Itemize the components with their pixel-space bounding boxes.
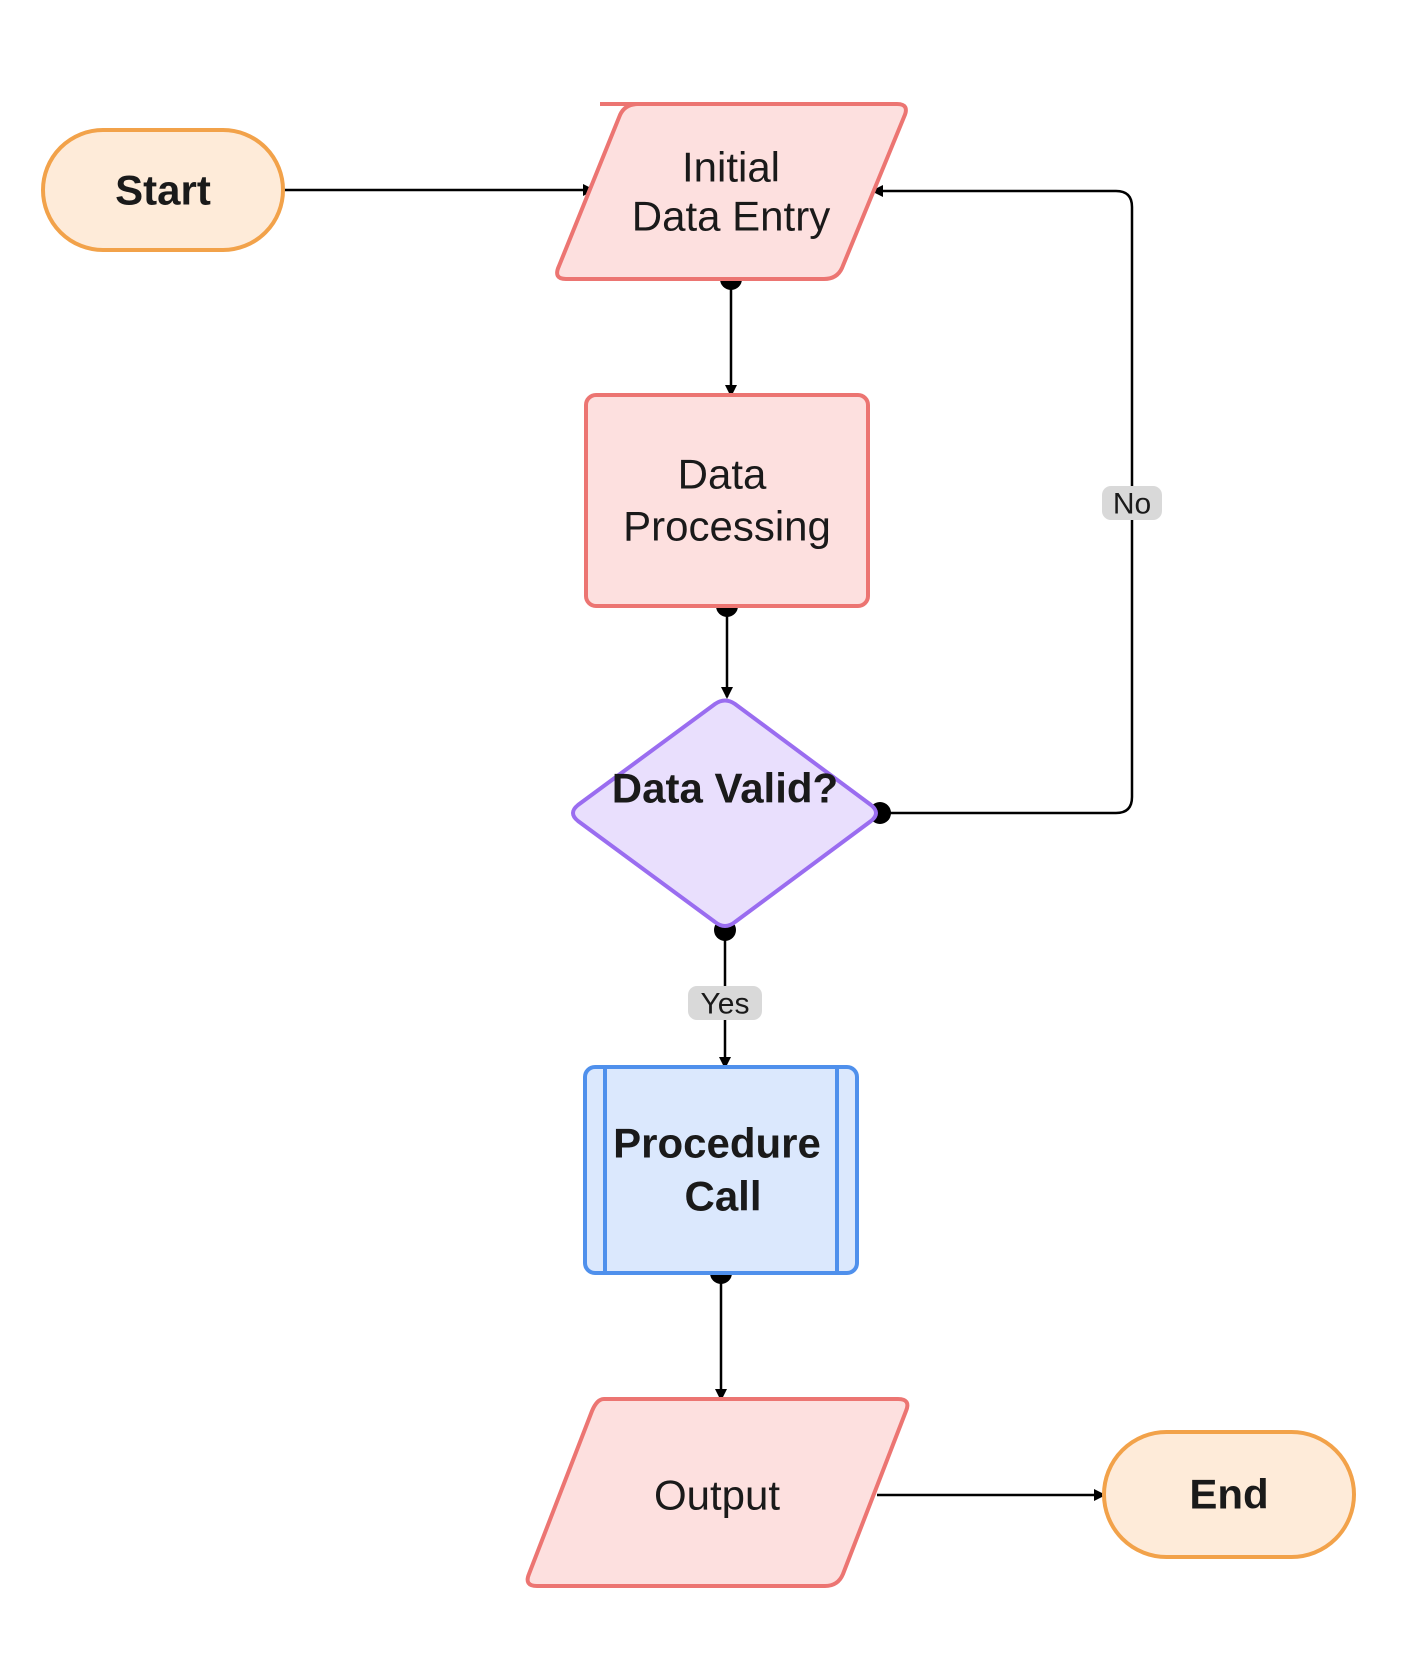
- node-data-valid-decision[interactable]: Data Valid?: [571, 698, 878, 928]
- node-end-label: End: [1189, 1471, 1268, 1518]
- node-data-processing-line2: Processing: [623, 503, 831, 550]
- node-data-processing[interactable]: Data Processing: [584, 393, 870, 608]
- node-initial-data-entry-line1: Initial: [682, 144, 780, 191]
- edge-label-no-text: No: [1113, 488, 1151, 521]
- node-procedure-call-line1: Procedure: [613, 1120, 821, 1167]
- node-output[interactable]: Output: [525, 1397, 910, 1588]
- node-data-processing-line1: Data: [678, 451, 767, 498]
- node-end[interactable]: End: [1102, 1430, 1356, 1559]
- node-procedure-call[interactable]: Procedure Call: [583, 1065, 859, 1275]
- node-start[interactable]: Start: [41, 128, 285, 252]
- node-output-label: Output: [654, 1472, 780, 1519]
- edge-decision-to-entry-no: [871, 185, 1134, 815]
- node-initial-data-entry[interactable]: Initial Data Entry: [555, 102, 908, 281]
- node-procedure-call-line2: Call: [684, 1173, 761, 1220]
- node-initial-data-entry-line2: Data Entry: [632, 193, 830, 240]
- edge-label-yes: Yes: [688, 986, 762, 1021]
- node-start-label: Start: [115, 167, 211, 214]
- edge-label-no: No: [1102, 486, 1162, 521]
- node-data-valid-label: Data Valid?: [612, 765, 838, 812]
- edge-label-yes-text: Yes: [701, 988, 750, 1021]
